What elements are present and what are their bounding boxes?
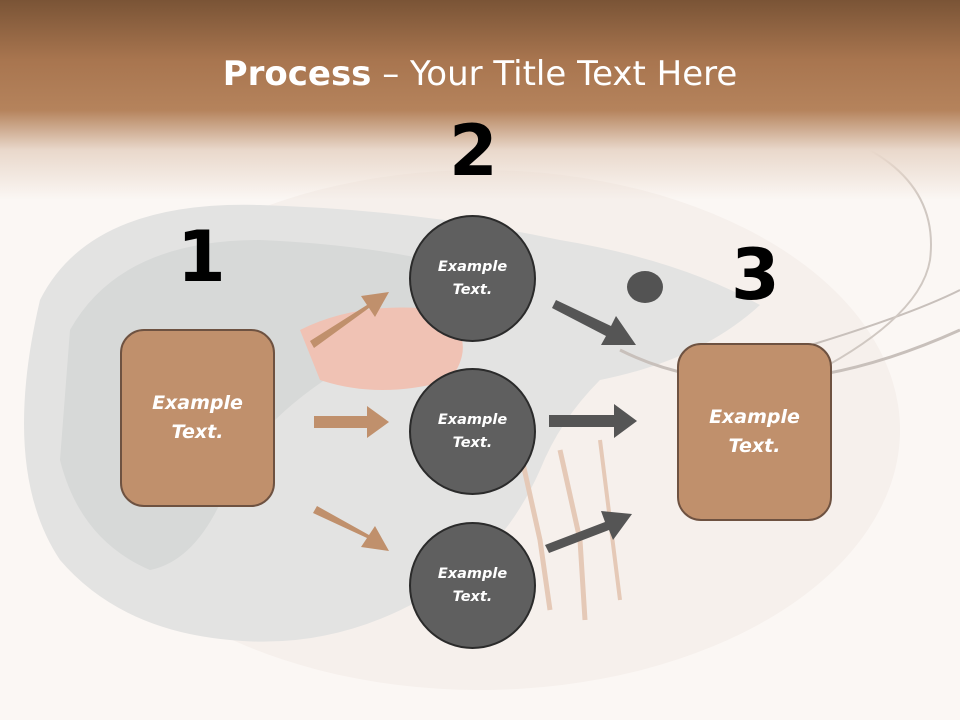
arrow-to-middle-circle — [314, 406, 389, 438]
arrow-to-top-circle — [310, 292, 389, 348]
arrow-to-bottom-circle — [313, 506, 389, 551]
title-bold: Process — [222, 54, 372, 94]
step-number-2: 2 — [449, 110, 498, 192]
step-number-1: 1 — [177, 216, 226, 298]
step-number-3: 3 — [731, 234, 780, 316]
title-rest: – Your Title Text Here — [371, 54, 738, 94]
arrow-from-bottom-circle — [545, 511, 632, 553]
arrow-from-top-circle — [552, 300, 636, 345]
arrow-from-middle-circle — [549, 404, 637, 438]
header-band — [0, 0, 960, 200]
slide-title: Process – Your Title Text Here — [0, 52, 960, 96]
